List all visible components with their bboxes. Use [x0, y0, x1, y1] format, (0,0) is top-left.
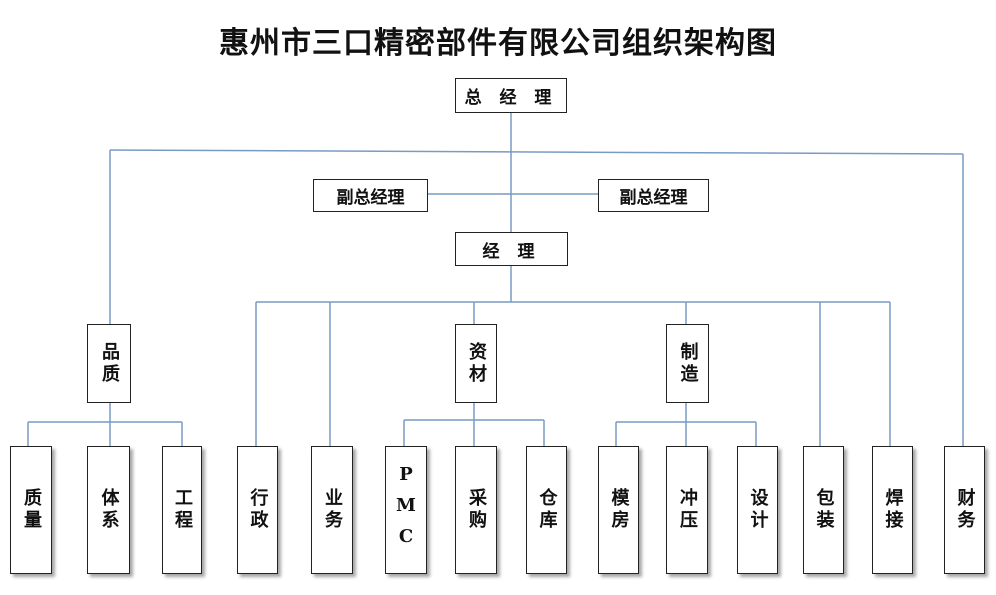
leaf-cangku: 仓库	[526, 446, 567, 574]
leaf-caiwu: 财务	[944, 446, 985, 574]
materials-node: 资材	[455, 324, 497, 403]
leaf-caigou: 采购	[455, 446, 497, 574]
leaf-yewu: 业务	[311, 446, 353, 574]
leaf-pmc: PMC	[385, 446, 427, 574]
leaf-tixi: 体系	[87, 446, 130, 574]
chart-title: 惠州市三口精密部件有限公司组织架构图	[219, 26, 777, 61]
leaf-baozhuang: 包装	[803, 446, 844, 574]
deputy-gm-left-node: 副总经理	[313, 179, 428, 212]
leaf-hanjie: 焊接	[872, 446, 913, 574]
manager-node: 经 理	[455, 232, 568, 266]
general-manager-node: 总 经 理	[455, 78, 567, 113]
leaf-gongcheng: 工程	[162, 446, 202, 574]
manufacturing-node: 制造	[666, 324, 709, 403]
leaf-mufang: 模房	[598, 446, 639, 574]
quality-node: 品质	[87, 324, 131, 403]
deputy-gm-right-node: 副总经理	[598, 179, 709, 212]
leaf-zhiliang: 质量	[10, 446, 52, 574]
leaf-xingzheng: 行政	[237, 446, 278, 574]
leaf-chongya: 冲压	[666, 446, 708, 574]
leaf-sheji: 设计	[737, 446, 778, 574]
